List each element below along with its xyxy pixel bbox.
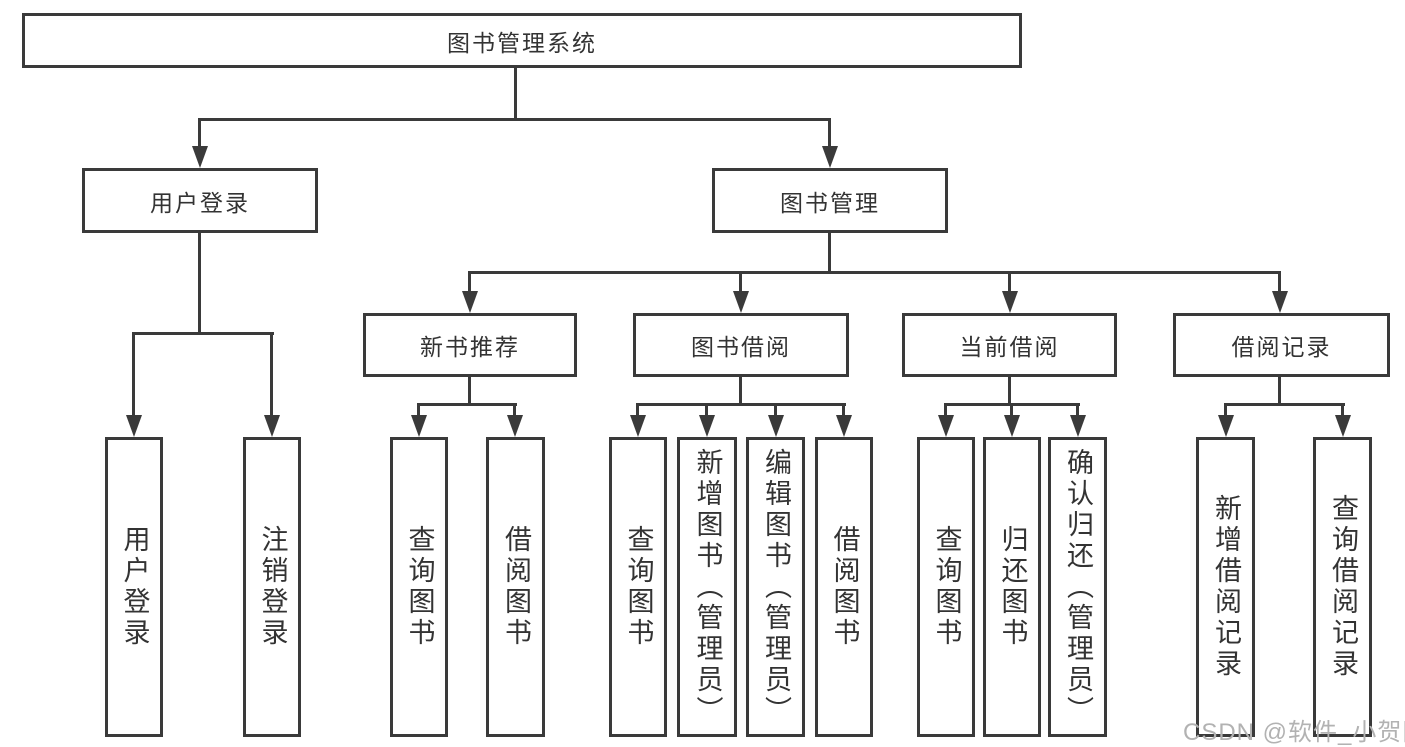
arrow-down-icon — [938, 415, 954, 437]
leaf-borrow-books-borrowing: 借阅图书 — [815, 437, 873, 737]
arrow-down-icon — [192, 146, 208, 168]
node-label: 图书管理系统 — [447, 29, 597, 56]
arrow-down-icon — [1070, 415, 1086, 437]
node-book-borrowing: 图书借阅 — [633, 313, 849, 377]
node-label: 用户登录 — [150, 189, 250, 216]
node-label: 查询借阅记录 — [1328, 494, 1358, 680]
arrow-down-icon — [126, 415, 142, 437]
connector-line — [1341, 403, 1344, 417]
connector-line — [417, 403, 420, 417]
leaf-add-books-admin: 新增图书（管理员） — [677, 437, 737, 737]
connector-line — [198, 118, 831, 121]
leaf-logout: 注销登录 — [243, 437, 301, 737]
connector-line — [513, 403, 516, 417]
node-label: 图书借阅 — [691, 334, 791, 360]
arrow-down-icon — [768, 415, 784, 437]
connector-line — [636, 403, 846, 406]
node-label: 借阅记录 — [1231, 334, 1332, 360]
arrow-down-icon — [411, 415, 427, 437]
arrow-down-icon — [1002, 291, 1018, 313]
node-label: 编辑图书（管理员） — [761, 447, 791, 727]
leaf-query-books-current: 查询图书 — [917, 437, 975, 737]
node-label: 图书管理 — [780, 189, 880, 216]
connector-line — [636, 403, 639, 417]
node-root: 图书管理系统 — [22, 13, 1022, 68]
arrow-down-icon — [1004, 415, 1020, 437]
connector-line — [468, 271, 471, 293]
node-label: 新增图书（管理员） — [692, 447, 723, 727]
connector-line — [1224, 403, 1345, 406]
node-label: 查询图书 — [931, 525, 962, 649]
leaf-query-books-recommend: 查询图书 — [390, 437, 448, 737]
node-user-login: 用户登录 — [82, 168, 318, 233]
node-label: 新书推荐 — [420, 334, 520, 360]
leaf-borrow-books-recommend: 借阅图书 — [486, 437, 545, 737]
connector-line — [739, 377, 742, 406]
node-label: 注销登录 — [257, 525, 288, 649]
connector-line — [1278, 377, 1281, 406]
connector-line — [417, 403, 517, 406]
connector-line — [1010, 403, 1013, 417]
node-label: 借阅图书 — [829, 525, 860, 649]
arrow-down-icon — [733, 291, 749, 313]
leaf-user-login: 用户登录 — [105, 437, 163, 737]
leaf-confirm-return-admin: 确认归还（管理员） — [1048, 437, 1107, 737]
connector-line — [842, 403, 845, 417]
node-new-book-recommendation: 新书推荐 — [363, 313, 577, 377]
arrow-down-icon — [699, 415, 715, 437]
node-label: 查询图书 — [623, 525, 654, 649]
node-borrowing-records: 借阅记录 — [1173, 313, 1390, 377]
arrow-down-icon — [264, 415, 280, 437]
connector-line — [944, 403, 947, 417]
connector-line — [198, 233, 201, 335]
connector-line — [739, 271, 742, 293]
connector-line — [132, 332, 135, 417]
node-label: 归还图书 — [997, 525, 1028, 649]
connector-line — [270, 332, 273, 417]
arrow-down-icon — [630, 415, 646, 437]
connector-line — [1224, 403, 1227, 417]
connector-line — [468, 377, 471, 406]
connector-line — [828, 118, 831, 150]
node-label: 新增借阅记录 — [1211, 494, 1241, 680]
connector-line — [132, 332, 274, 335]
node-current-borrowing: 当前借阅 — [902, 313, 1117, 377]
connector-line — [705, 403, 708, 417]
leaf-query-borrow-record: 查询借阅记录 — [1313, 437, 1372, 737]
connector-line — [1076, 403, 1079, 417]
leaf-add-borrow-record: 新增借阅记录 — [1196, 437, 1255, 737]
arrow-down-icon — [507, 415, 523, 437]
connector-line — [1008, 271, 1011, 293]
arrow-down-icon — [1272, 291, 1288, 313]
arrow-down-icon — [1335, 415, 1351, 437]
node-label: 确认归还（管理员） — [1063, 447, 1093, 727]
connector-line — [468, 271, 1281, 274]
connector-line — [1278, 271, 1281, 293]
arrow-down-icon — [822, 146, 838, 168]
arrow-down-icon — [1218, 415, 1234, 437]
leaf-query-books-borrowing: 查询图书 — [609, 437, 667, 737]
leaf-return-books: 归还图书 — [983, 437, 1041, 737]
leaf-edit-books-admin: 编辑图书（管理员） — [746, 437, 805, 737]
connector-line — [774, 403, 777, 417]
connector-line — [514, 68, 517, 121]
node-label: 借阅图书 — [501, 525, 531, 649]
arrow-down-icon — [462, 291, 478, 313]
connector-line — [1008, 377, 1011, 406]
node-label: 当前借阅 — [959, 334, 1060, 360]
connector-line — [828, 233, 831, 274]
arrow-down-icon — [836, 415, 852, 437]
node-book-management: 图书管理 — [712, 168, 948, 233]
node-label: 用户登录 — [119, 525, 150, 649]
csdn-watermark: CSDN @软件_小贺同学 — [1183, 719, 1405, 746]
connector-line — [198, 118, 201, 150]
node-label: 查询图书 — [404, 525, 435, 649]
